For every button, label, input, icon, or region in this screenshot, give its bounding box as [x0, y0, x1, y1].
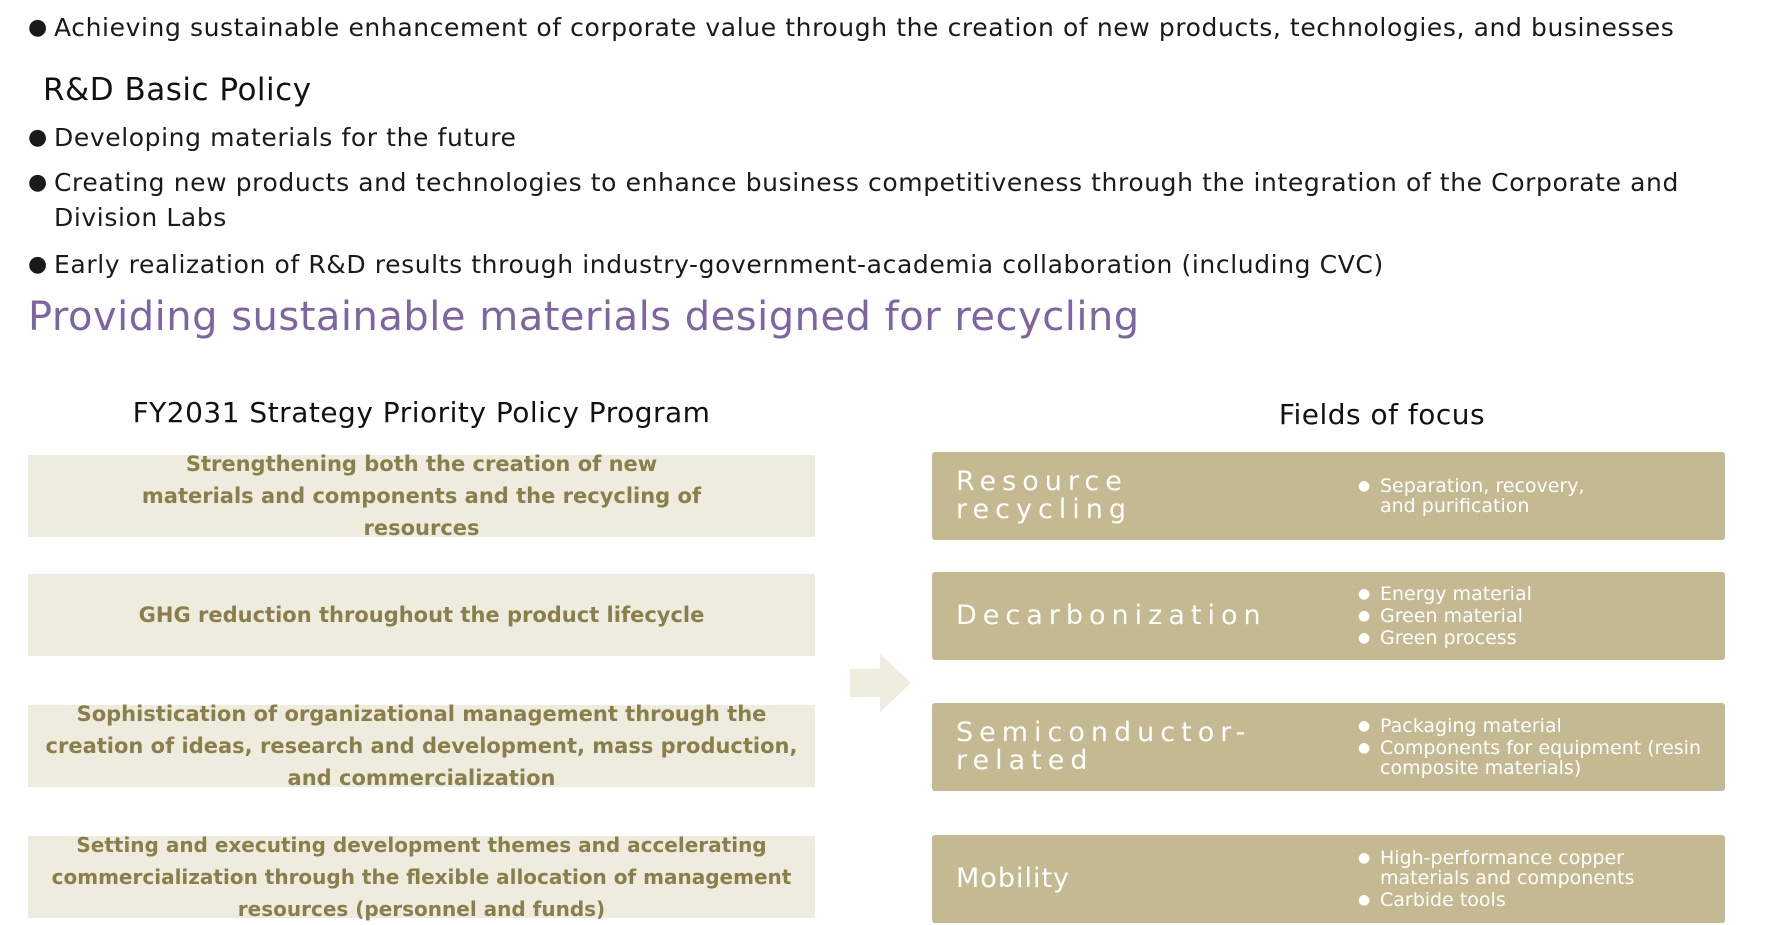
field-point: ● Green process	[1352, 628, 1712, 648]
field-point-text: Energy material	[1380, 583, 1532, 605]
rd-policy-item-text: Early realization of R&D results through…	[54, 250, 1384, 279]
bullet-icon: ●	[1358, 740, 1371, 756]
field-decarbonization: Decarbonization ● Energy material ● Gree…	[932, 572, 1725, 660]
strategy-item: Strengthening both the creation of new m…	[28, 452, 815, 540]
rd-policy-item: ● Creating new products and technologies…	[28, 165, 1738, 235]
field-point-text: Components for equipment (resin composit…	[1380, 737, 1701, 779]
field-point-text: High-performance copper materials and co…	[1380, 847, 1635, 889]
bullet-icon: ●	[28, 170, 48, 195]
strategy-item-text: Setting and executing development themes…	[51, 833, 792, 921]
rd-policy-heading: R&D Basic Policy	[43, 72, 312, 108]
bullet-icon: ●	[1358, 608, 1371, 624]
bullet-icon: ●	[1358, 718, 1371, 734]
rd-policy-item-text: Creating new products and technologies t…	[54, 168, 1679, 232]
field-name: Mobility	[956, 863, 1071, 894]
field-resource-recycling: Resource recycling ● Separation, recover…	[932, 452, 1725, 540]
strategy-item: Setting and executing development themes…	[28, 833, 815, 921]
strategy-item: GHG reduction throughout the product lif…	[28, 574, 815, 656]
bullet-icon: ●	[1358, 630, 1371, 646]
field-point-text: Carbide tools	[1380, 889, 1506, 911]
field-semiconductor-related: Semiconductor-related ● Packaging materi…	[932, 703, 1725, 791]
field-point-text: Green process	[1380, 627, 1517, 649]
field-point: ● Components for equipment (resin compos…	[1352, 738, 1712, 778]
field-name: Decarbonization	[956, 600, 1267, 631]
field-points: ● Energy material ● Green material ● Gre…	[1352, 572, 1712, 660]
field-point-text: Packaging material	[1380, 715, 1562, 737]
field-point: ● Packaging material	[1352, 716, 1712, 736]
field-mobility: Mobility ● High-performance copper mater…	[932, 835, 1725, 923]
corporate-goal-text: Achieving sustainable enhancement of cor…	[54, 13, 1675, 42]
bullet-icon: ●	[1358, 892, 1371, 908]
field-point: ● Separation, recovery, and purification	[1352, 476, 1712, 516]
strategy-item-text: GHG reduction throughout the product lif…	[138, 603, 705, 627]
field-points: ● High-performance copper materials and …	[1352, 835, 1712, 923]
rd-policy-item-text: Developing materials for the future	[54, 123, 517, 152]
strategy-item-text: Strengthening both the creation of new m…	[141, 452, 702, 540]
bullet-icon: ●	[28, 125, 48, 150]
rd-policy-item: ● Early realization of R&D results throu…	[28, 247, 1728, 282]
rd-policy-item: ● Developing materials for the future	[28, 120, 1728, 155]
tagline: Providing sustainable materials designed…	[28, 294, 1140, 340]
field-point: ● Energy material	[1352, 584, 1712, 604]
field-name: Resource recycling	[956, 466, 1133, 525]
field-point: ● Green material	[1352, 606, 1712, 626]
fields-title: Fields of focus	[1278, 398, 1486, 431]
field-point-text: Green material	[1380, 605, 1523, 627]
strategy-item-text: Sophistication of organizational managem…	[45, 702, 798, 790]
bullet-icon: ●	[28, 252, 48, 277]
bullet-icon: ●	[28, 15, 48, 40]
field-points: ● Separation, recovery, and purification	[1352, 452, 1712, 540]
bullet-icon: ●	[1358, 850, 1371, 866]
bullet-icon: ●	[1358, 586, 1371, 602]
corporate-goal-bullet: ● Achieving sustainable enhancement of c…	[28, 10, 1728, 45]
strategy-item: Sophistication of organizational managem…	[28, 702, 815, 790]
field-point: ● High-performance copper materials and …	[1352, 848, 1712, 888]
field-point: ● Carbide tools	[1352, 890, 1712, 910]
right-arrow-icon	[850, 654, 911, 712]
field-point-text: Separation, recovery, and purification	[1380, 475, 1585, 517]
bullet-icon: ●	[1358, 478, 1371, 494]
field-name: Semiconductor-related	[956, 717, 1252, 776]
strategy-title: FY2031 Strategy Priority Policy Program	[132, 396, 711, 429]
field-points: ● Packaging material ● Components for eq…	[1352, 703, 1712, 791]
